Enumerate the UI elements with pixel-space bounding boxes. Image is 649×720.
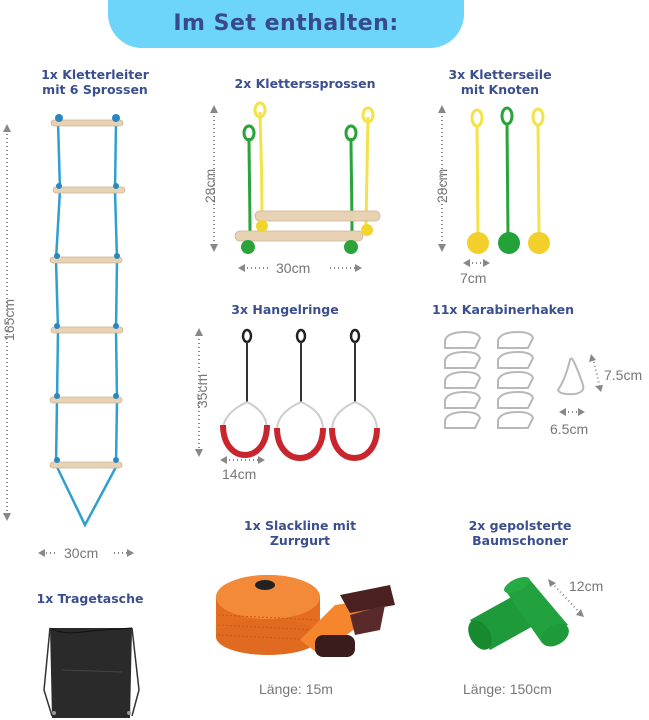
knotted-ropes-icon (438, 105, 550, 267)
carabiner-width-label: 6.5cm (550, 421, 589, 437)
slackline-heading-line2: Zurrgurt (269, 533, 331, 548)
bag-image (42, 620, 142, 720)
ladder-heading: 1x Kletterleiter mit 6 Sprossen (20, 67, 170, 97)
ropes-width-label: 7cm (460, 270, 487, 286)
banner-title: Im Set enthalten: (173, 11, 399, 36)
rope-ladder-icon (3, 114, 134, 557)
slackline-image (210, 565, 410, 665)
rings-height-label: 35cm (194, 373, 210, 409)
ladder-width-label: 30cm (64, 545, 99, 561)
carabiners-image (440, 330, 610, 440)
slackline-ratchet-icon (216, 575, 395, 657)
ladder-height-label: 165cm (1, 298, 17, 342)
ladder-heading-line1: 1x Kletterleiter (41, 67, 149, 82)
carabiners-heading: 11x Karabinerhaken (432, 302, 574, 317)
tree-protector-icon (468, 576, 584, 650)
rings-image (185, 320, 385, 490)
carabiner-hooks-icon (444, 330, 603, 429)
rungs-height-label: 28cm (202, 168, 218, 204)
rungs-image (200, 100, 390, 280)
slackline-heading-line1: 1x Slackline mit (243, 518, 357, 533)
treeguards-heading: 2x gepolsterte Baumschoner (450, 518, 590, 548)
rings-width-label: 14cm (222, 466, 257, 482)
ladder-image (0, 110, 150, 557)
ropes-image (425, 100, 565, 290)
treeguard-width-label: 12cm (569, 578, 604, 594)
slackline-length-label: Länge: 15m (259, 681, 333, 697)
carabiner-height-label: 7.5cm (604, 367, 643, 383)
slackline-heading: 1x Slackline mit Zurrgurt (220, 518, 380, 548)
treeguards-length-label: Länge: 150cm (463, 681, 552, 697)
bag-heading: 1x Tragetasche (36, 591, 144, 606)
climbing-rungs-icon (210, 101, 381, 272)
ropes-heading-line2: mit Knoten (460, 82, 540, 97)
treeguards-heading-line2: Baumschoner (472, 533, 568, 548)
treeguards-heading-line1: 2x gepolsterte (468, 518, 572, 533)
ropes-heading-line1: 3x Kletterseile (448, 67, 552, 82)
title-banner: Im Set enthalten: (108, 0, 464, 48)
ropes-heading: 3x Kletterseile mit Knoten (430, 67, 570, 97)
treeguards-image (460, 565, 640, 665)
rungs-width-label: 30cm (276, 260, 311, 276)
ladder-heading-line2: mit 6 Sprossen (42, 82, 148, 97)
rings-heading: 3x Hangelringe (231, 302, 339, 317)
rungs-heading: 2x Kletterssprossen (234, 76, 376, 91)
gymnastic-rings-icon (195, 328, 380, 464)
drawstring-bag-icon (43, 627, 140, 718)
ropes-height-label: 28cm (434, 168, 450, 204)
